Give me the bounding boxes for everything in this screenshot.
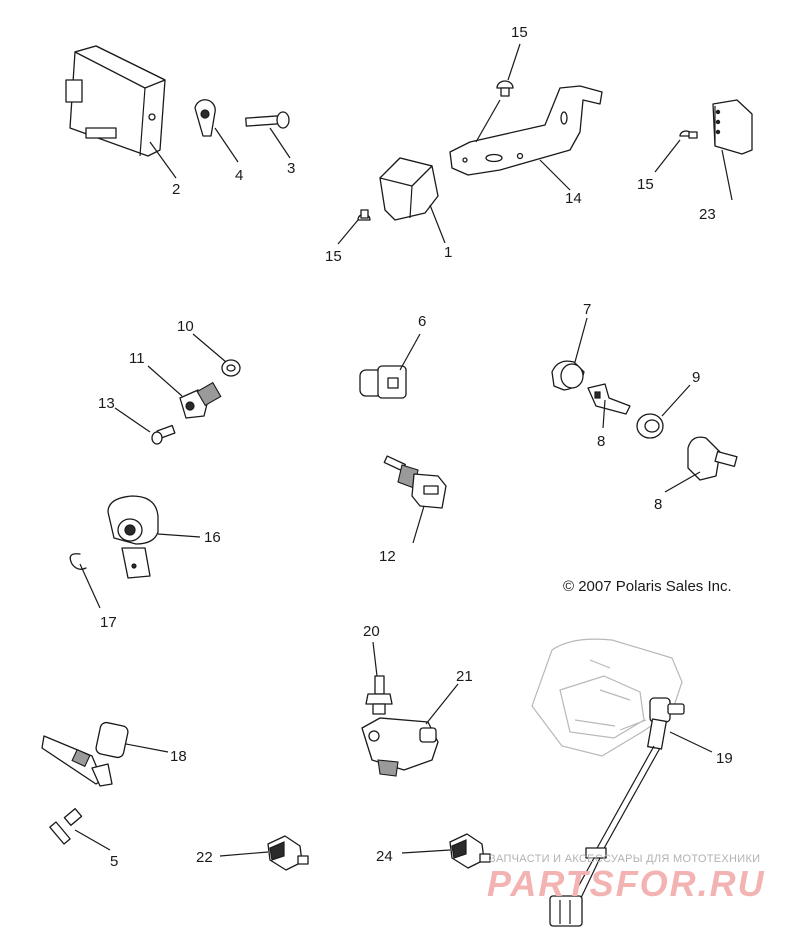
leader-lines: [74, 43, 733, 857]
callout-22: 22: [196, 849, 213, 866]
callout-labels: 1 2 3 4 5 6 7 8 8 9 10 11 12 13 14 15 15…: [98, 24, 733, 870]
callout-15c: 15: [637, 176, 654, 193]
part-9-nut: [636, 413, 664, 439]
part-14-bracket: [449, 85, 603, 176]
callout-21: 21: [456, 668, 473, 685]
callout-20: 20: [363, 623, 380, 640]
part-19-throttle-assembly: [531, 638, 685, 927]
callout-16: 16: [204, 529, 221, 546]
callout-2: 2: [172, 181, 180, 198]
callout-1: 1: [444, 244, 452, 261]
copyright-notice: © 2007 Polaris Sales Inc.: [563, 578, 732, 595]
part-5-pin: [49, 808, 83, 845]
callout-10: 10: [177, 318, 194, 335]
callout-14: 14: [565, 190, 582, 207]
callout-19: 19: [716, 750, 733, 767]
part-10-washer: [221, 359, 241, 377]
callout-15b: 15: [325, 248, 342, 265]
callout-11: 11: [129, 350, 145, 367]
callout-12: 12: [379, 548, 396, 565]
callout-3: 3: [287, 160, 295, 177]
part-15-screw-top: [496, 80, 514, 97]
callout-15a: 15: [511, 24, 528, 41]
callout-7: 7: [583, 301, 591, 318]
part-15-screw-left: [357, 209, 371, 221]
part-15-screw-right: [679, 130, 698, 139]
part-12-temp-sensor: [383, 455, 447, 509]
callout-23: 23: [699, 206, 716, 223]
part-6-plug: [359, 365, 407, 399]
callout-5: 5: [110, 853, 118, 870]
part-16-knock-sensor: [107, 495, 159, 579]
part-7-cap: [551, 360, 585, 391]
callout-8b: 8: [654, 496, 662, 513]
part-2-ecu-module: [65, 45, 166, 157]
part-1-module: [379, 157, 439, 221]
callout-4: 4: [235, 167, 243, 184]
callout-9: 9: [692, 369, 700, 386]
callout-13: 13: [98, 395, 115, 412]
callout-24: 24: [376, 848, 393, 865]
part-11-sensor: [179, 381, 222, 419]
watermark-caption: ЗАПЧАСТИ И АКСЕССУАРЫ ДЛЯ МОТОТЕХНИКИ: [489, 853, 761, 865]
part-17-clip: [69, 553, 87, 570]
part-24-switch: [449, 833, 491, 869]
part-18-sensor: [41, 721, 129, 787]
part-8-plate: [587, 383, 631, 415]
part-4-clamp: [194, 99, 216, 137]
callout-8a: 8: [597, 433, 605, 450]
callout-6: 6: [418, 313, 426, 330]
part-3-bolt: [245, 111, 290, 129]
part-22-switch: [267, 835, 309, 871]
part-13-bolt: [151, 424, 176, 445]
part-8-switch: [687, 436, 738, 481]
callout-17: 17: [100, 614, 117, 631]
callout-18: 18: [170, 748, 187, 765]
part-20-bolt: [365, 675, 393, 715]
watermark-logo: PARTSFOR.RU: [487, 863, 766, 904]
part-21-map-sensor: [361, 717, 439, 777]
part-23-connector: [712, 99, 753, 155]
